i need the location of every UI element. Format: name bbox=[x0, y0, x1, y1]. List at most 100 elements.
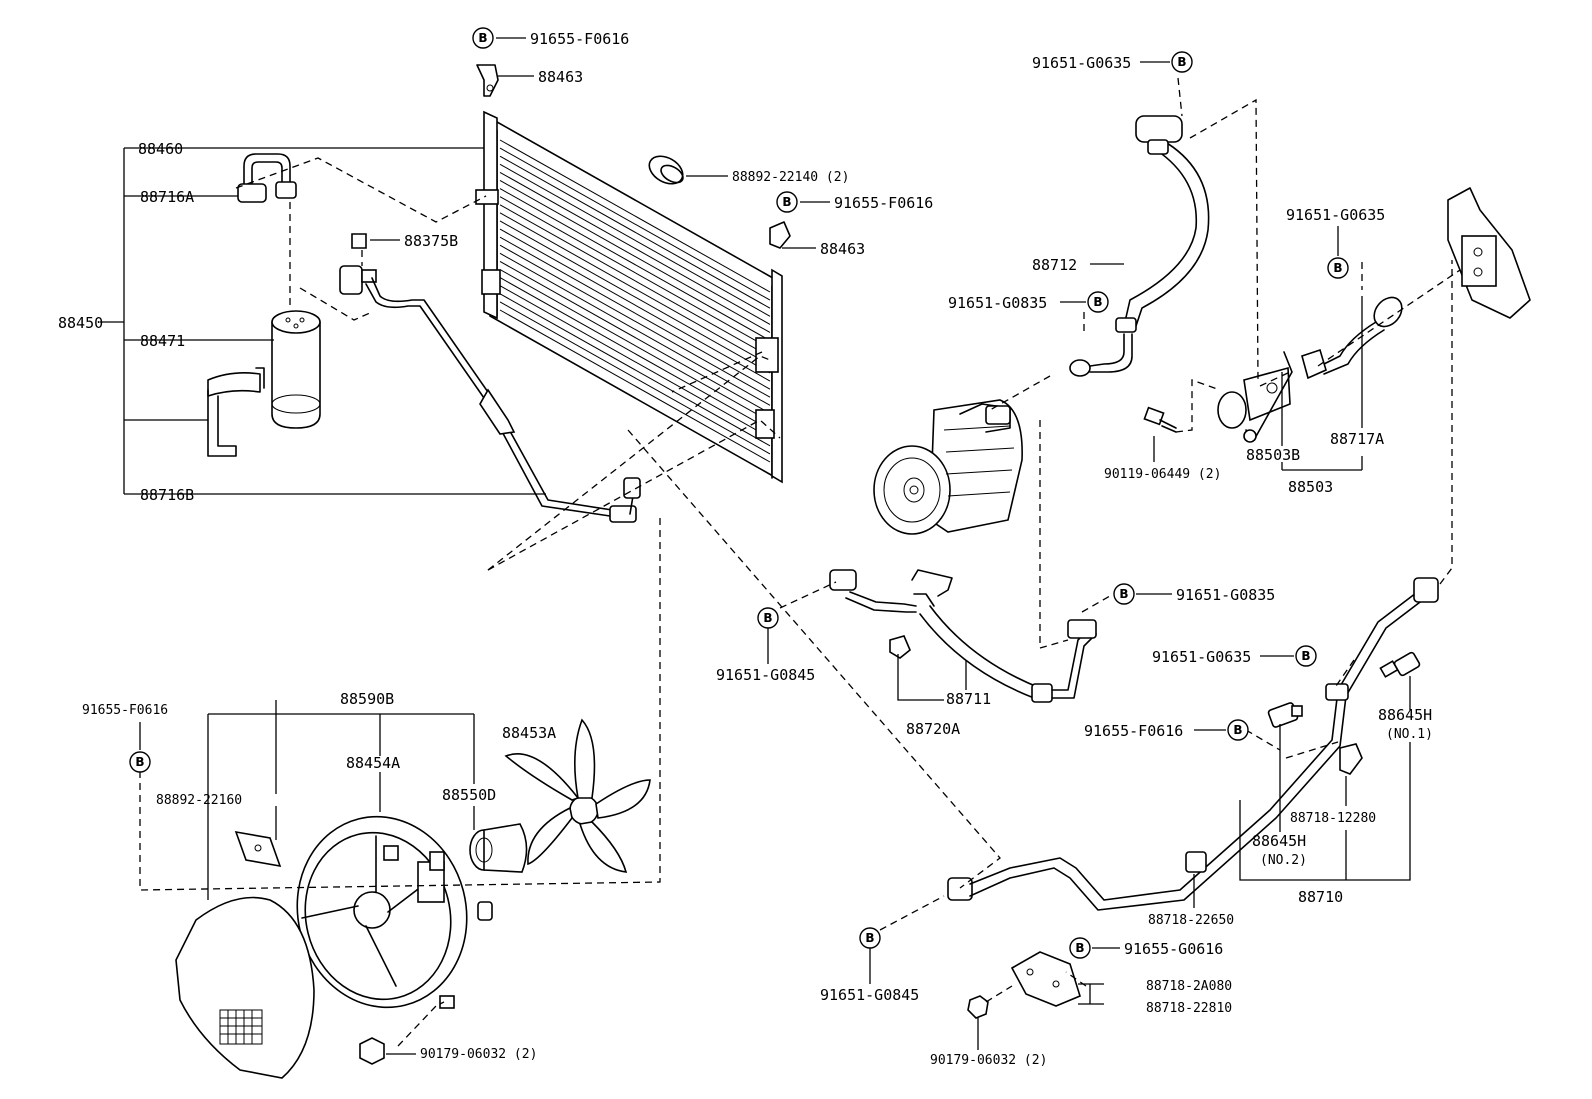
bracket-88463-top bbox=[476, 64, 499, 97]
label-88716B: 88716B bbox=[140, 486, 194, 504]
liquid-pipe-88716A bbox=[237, 153, 297, 203]
svg-text:B: B bbox=[763, 611, 772, 625]
label-88503: 88503 bbox=[1288, 478, 1333, 496]
condenser-fin bbox=[499, 180, 771, 333]
compressor bbox=[873, 399, 1023, 535]
label-91651-G0845-bot: 91651-G0845 bbox=[820, 986, 919, 1004]
label-88892-22160: 88892-22160 bbox=[156, 793, 242, 808]
condenser-bracket-left bbox=[481, 269, 501, 295]
label-91655-F0616-left: 91655-F0616 bbox=[82, 703, 168, 718]
marker-b-7: B bbox=[1113, 583, 1135, 605]
svg-text:B: B bbox=[1075, 941, 1084, 955]
suction-hose-88712 bbox=[1069, 115, 1210, 377]
marker-b-11: B bbox=[1069, 937, 1091, 959]
label-no2: (NO.2) bbox=[1260, 853, 1307, 868]
bolt-90119-06449 bbox=[1143, 406, 1177, 433]
label-88453A: 88453A bbox=[502, 724, 556, 742]
condenser-fin bbox=[499, 260, 771, 414]
label-88718-22810: 88718-22810 bbox=[1146, 1001, 1232, 1016]
svg-text:B: B bbox=[1177, 55, 1186, 69]
svg-text:B: B bbox=[1301, 649, 1310, 663]
condenser-fin bbox=[499, 212, 771, 366]
svg-text:B: B bbox=[135, 755, 144, 769]
firewall-bracket bbox=[1447, 187, 1531, 319]
marker-b-9: B bbox=[1227, 719, 1249, 741]
label-88892-22140: 88892-22140 (2) bbox=[732, 170, 849, 185]
svg-text:B: B bbox=[478, 31, 487, 45]
condenser-fin bbox=[499, 147, 771, 301]
condenser-fin bbox=[499, 196, 771, 350]
condenser-fin bbox=[499, 285, 771, 439]
label-88375B: 88375B bbox=[404, 232, 458, 250]
condenser-fin bbox=[499, 163, 771, 317]
condenser-bracket-right bbox=[755, 337, 779, 373]
label-91651-G0835-low: 91651-G0835 bbox=[1176, 586, 1275, 604]
condenser-fin bbox=[499, 244, 771, 398]
condenser-fin bbox=[499, 269, 771, 422]
label-88590B: 88590B bbox=[340, 690, 394, 708]
pressure-switch-88645H-no2 bbox=[1267, 702, 1303, 728]
label-90179-06032-left: 90179-06032 (2) bbox=[420, 1047, 537, 1062]
condenser-fin bbox=[499, 171, 771, 325]
bracket-88718-2A080 bbox=[1010, 951, 1081, 1007]
svg-text:B: B bbox=[1333, 261, 1342, 275]
label-90119-06449: 90119-06449 (2) bbox=[1104, 467, 1221, 482]
marker-b-3: B bbox=[1171, 51, 1193, 73]
dryer-bracket bbox=[207, 367, 265, 457]
condenser-fin bbox=[499, 277, 771, 431]
receiver-dryer-88471 bbox=[271, 310, 321, 429]
clamp-88720A bbox=[889, 635, 911, 659]
label-88471: 88471 bbox=[140, 332, 185, 350]
label-91651-G0635-low: 91651-G0635 bbox=[1152, 648, 1251, 666]
label-91655-G0616: 91655-G0616 bbox=[1124, 940, 1223, 958]
label-88645H-no2: 88645H bbox=[1252, 832, 1306, 850]
pressure-switch-88645H-no1 bbox=[1379, 651, 1421, 678]
condenser-fin bbox=[499, 155, 771, 309]
svg-text:B: B bbox=[865, 931, 874, 945]
condenser-fin bbox=[499, 188, 771, 342]
marker-b-10: B bbox=[859, 927, 881, 949]
label-88645H-no1: 88645H bbox=[1378, 706, 1432, 724]
label-91655-F0616-top: 91655-F0616 bbox=[530, 30, 629, 48]
label-88710: 88710 bbox=[1298, 888, 1343, 906]
hose-clamp-88892-22140 bbox=[648, 155, 684, 185]
label-88716A: 88716A bbox=[140, 188, 194, 206]
label-88460: 88460 bbox=[138, 140, 183, 158]
liquid-tube-88710 bbox=[947, 577, 1439, 911]
marker-b-2: B bbox=[776, 191, 798, 213]
label-91655-F0616-right: 91655-F0616 bbox=[1084, 722, 1183, 740]
label-88712: 88712 bbox=[1032, 256, 1077, 274]
condenser bbox=[475, 110, 783, 484]
magnetic-clutch-88503B bbox=[1217, 351, 1293, 443]
nut-90179-06032-left bbox=[359, 1037, 385, 1065]
condenser-bracket-top bbox=[475, 189, 499, 205]
discharge-pipe-88716B bbox=[339, 265, 641, 523]
leader-lines bbox=[100, 37, 1411, 1055]
marker-b-5: B bbox=[1327, 257, 1349, 279]
bracket-88892-22160 bbox=[234, 830, 282, 868]
label-91651-G0845-mid: 91651-G0845 bbox=[716, 666, 815, 684]
label-91651-G0635-right: 91651-G0635 bbox=[1286, 206, 1385, 224]
svg-text:B: B bbox=[1119, 587, 1128, 601]
label-88450: 88450 bbox=[58, 314, 103, 332]
condenser-fin bbox=[499, 228, 771, 382]
marker-b-6: B bbox=[757, 607, 779, 629]
label-88550D: 88550D bbox=[442, 786, 496, 804]
part-labels: 91655-F0616 88463 88460 88716A 88892-221… bbox=[58, 30, 1433, 1068]
label-91655-F0616-mid: 91655-F0616 bbox=[834, 194, 933, 212]
condenser-fin bbox=[499, 204, 771, 358]
fan-cover bbox=[175, 896, 315, 1079]
label-91651-G0635-top: 91651-G0635 bbox=[1032, 54, 1131, 72]
label-no1: (NO.1) bbox=[1386, 727, 1433, 742]
assembly-lines bbox=[139, 77, 1461, 1047]
svg-text:B: B bbox=[1233, 723, 1242, 737]
label-88454A: 88454A bbox=[346, 754, 400, 772]
label-90179-06032-mid: 90179-06032 (2) bbox=[930, 1053, 1047, 1068]
label-88503B: 88503B bbox=[1246, 446, 1300, 464]
marker-b-1: B bbox=[472, 27, 494, 49]
fan-motor-88550D bbox=[469, 823, 528, 921]
condenser-fin bbox=[499, 220, 771, 374]
condenser-fin bbox=[499, 236, 771, 390]
discharge-hose-88717A bbox=[1301, 296, 1403, 380]
